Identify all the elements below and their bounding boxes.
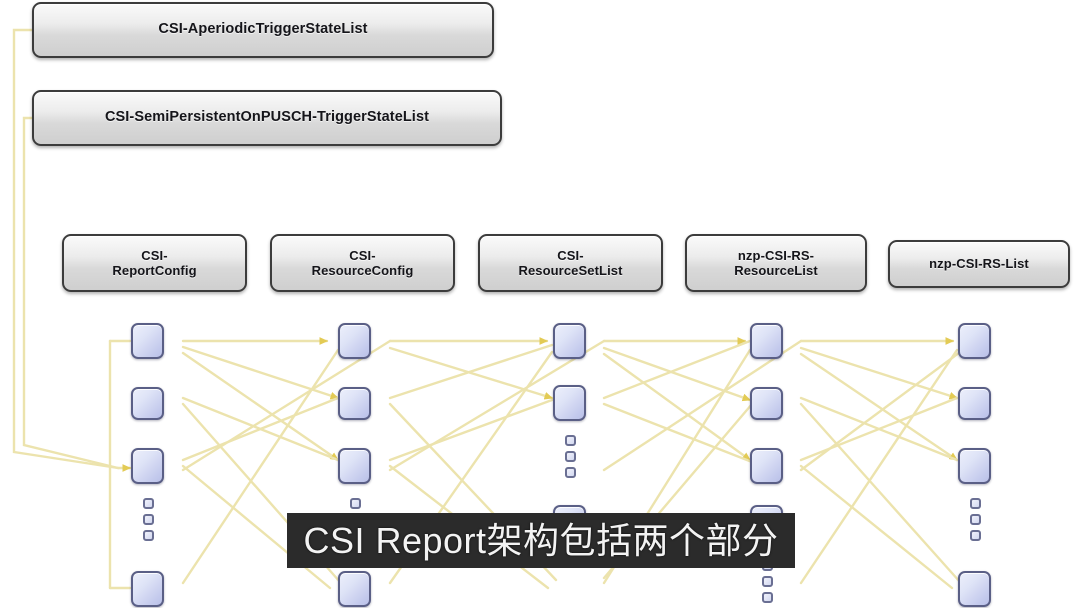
- node-report-config-1[interactable]: [131, 323, 164, 359]
- node-report-config-2[interactable]: [131, 387, 164, 420]
- ellipsis-dot: [142, 498, 154, 509]
- edge-semipersistent-to-report: [22, 116, 120, 470]
- ellipsis-dot: [564, 435, 576, 446]
- node-resource-set-1[interactable]: [553, 323, 586, 359]
- subtitle-caption-text: CSI Report架构包括两个部分: [303, 519, 779, 561]
- node-nzp-rs-list-3[interactable]: [958, 448, 991, 484]
- node-resource-config-n[interactable]: [338, 571, 371, 607]
- edge-c4r3-c5rn: [799, 464, 954, 590]
- edge-c1r1-c2r2: [181, 345, 340, 400]
- box-label: CSI- ResourceConfig: [312, 248, 414, 279]
- edge-c3r2-c4r3: [602, 402, 754, 464]
- edge-c1r1-c2r3: [181, 351, 340, 462]
- edge-c1r3-c2r2: [181, 396, 340, 462]
- ellipsis-dot: [142, 530, 154, 541]
- box-label: nzp-CSI-RS-List: [929, 256, 1029, 272]
- box-label-line1: CSI-: [349, 247, 376, 263]
- node-nzp-rs-list-1[interactable]: [958, 323, 991, 359]
- box-csi-aperiodic-trigger-state-list[interactable]: CSI-AperiodicTriggerStateList: [32, 2, 494, 58]
- node-nzp-resource-1[interactable]: [750, 323, 783, 359]
- edge-c4r2-c5r3: [799, 396, 959, 462]
- node-nzp-resource-2[interactable]: [750, 387, 783, 420]
- box-label: CSI-AperiodicTriggerStateList: [158, 21, 368, 38]
- ellipsis-dot: [564, 467, 576, 478]
- ellipsis-dot: [349, 498, 361, 509]
- box-csi-resource-set-list[interactable]: CSI- ResourceSetList: [478, 234, 663, 292]
- ellipsis-resource-set: [563, 435, 577, 478]
- box-label-line1: nzp-CSI-RS-: [737, 247, 815, 263]
- node-nzp-rs-list-2[interactable]: [958, 387, 991, 420]
- edge-cross-d: [799, 339, 977, 472]
- box-label-line1: CSI-: [141, 247, 168, 263]
- edge-c2r3-c3r2: [388, 398, 554, 462]
- box-csi-resource-config[interactable]: CSI- ResourceConfig: [270, 234, 455, 292]
- edge-c3r2-c4r1: [602, 339, 752, 400]
- ellipsis-dot: [969, 498, 981, 509]
- ellipsis-report-config: [141, 498, 155, 541]
- ellipsis-dot: [761, 592, 773, 603]
- subtitle-caption-bar: CSI Report架构包括两个部分: [287, 513, 795, 568]
- edge-c4r2-c5rn: [799, 402, 962, 584]
- edge-c1r2-c2r3: [181, 396, 340, 462]
- ellipsis-dot: [969, 530, 981, 541]
- box-csi-semipersistent-on-pusch-trigger-state-list[interactable]: CSI-SemiPersistentOnPUSCH-TriggerStateLi…: [32, 90, 502, 146]
- node-resource-config-2[interactable]: [338, 387, 371, 420]
- ellipsis-dot: [969, 514, 981, 525]
- ellipsis-dot: [761, 576, 773, 587]
- box-label-line2: ResourceList: [734, 263, 818, 278]
- node-nzp-rs-list-n[interactable]: [958, 571, 991, 607]
- ellipsis-dot: [564, 451, 576, 462]
- edge-c2r1-c3r2: [388, 346, 554, 400]
- box-label: CSI- ReportConfig: [112, 248, 196, 279]
- box-label-line1: CSI-: [557, 247, 584, 263]
- edge-c4r1-c5r3: [799, 352, 959, 462]
- edge-c4rn-c5r1: [799, 348, 959, 585]
- box-label: nzp-CSI-RS- ResourceList: [734, 248, 818, 279]
- node-resource-config-3[interactable]: [338, 448, 371, 484]
- edge-c4r1-c5r2: [799, 346, 959, 400]
- box-label: CSI-SemiPersistentOnPUSCH-TriggerStateLi…: [104, 109, 430, 126]
- edge-c3r1-c4r3: [602, 352, 752, 462]
- ellipsis-dot: [142, 514, 154, 525]
- box-label-line2: ResourceConfig: [311, 263, 414, 278]
- node-report-config-n[interactable]: [131, 571, 164, 607]
- node-resource-set-2[interactable]: [553, 385, 586, 421]
- box-label-line2: ReportConfig: [112, 263, 197, 278]
- edge-c3r1-c4r2: [602, 346, 752, 402]
- box-csi-report-config[interactable]: CSI- ReportConfig: [62, 234, 247, 292]
- box-nzp-csi-rs-resource-list[interactable]: nzp-CSI-RS- ResourceList: [685, 234, 867, 292]
- ellipsis-nzp-rs-list: [968, 498, 982, 541]
- box-nzp-csi-rs-list[interactable]: nzp-CSI-RS-List: [888, 240, 1070, 288]
- node-report-config-3[interactable]: [131, 448, 164, 484]
- box-label-line2: ResourceSetList: [518, 263, 623, 278]
- node-resource-config-1[interactable]: [338, 323, 371, 359]
- box-label: CSI- ResourceSetList: [518, 248, 622, 279]
- node-nzp-resource-3[interactable]: [750, 448, 783, 484]
- edge-c4r3-c5r2: [799, 396, 959, 462]
- edge-c2r2-c3r1: [388, 343, 554, 400]
